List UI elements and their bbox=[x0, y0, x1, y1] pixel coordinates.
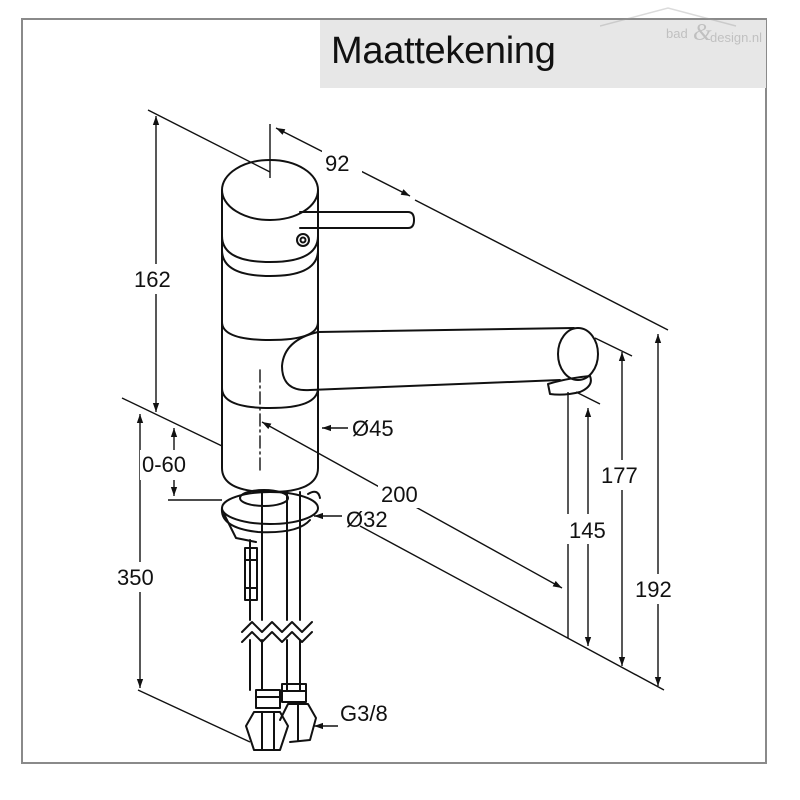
page-title: Maattekening bbox=[331, 30, 556, 72]
ext-line-top bbox=[147, 109, 271, 173]
dim-label-145: 145 bbox=[569, 518, 606, 543]
ext-line-outlet bbox=[575, 391, 601, 405]
supply-hoses bbox=[241, 491, 313, 691]
dim-label-32: Ø32 bbox=[346, 507, 388, 532]
faucet-body bbox=[221, 159, 319, 493]
dim-label-177: 177 bbox=[601, 463, 638, 488]
dim-label-162: 162 bbox=[134, 267, 171, 292]
dim-label-92: 92 bbox=[325, 151, 349, 176]
watermark-text-left: bad bbox=[666, 26, 688, 41]
dim-label-thread: G3/8 bbox=[340, 701, 388, 726]
watermark-roof-icon bbox=[599, 7, 737, 27]
title-bar bbox=[320, 20, 766, 88]
mounting-ring bbox=[220, 489, 321, 543]
lever-handle bbox=[296, 211, 415, 247]
hose-nuts bbox=[245, 683, 317, 751]
ext-line-spout bbox=[594, 337, 633, 357]
spout bbox=[281, 327, 599, 396]
ext-line-deck bbox=[121, 397, 223, 447]
drawing-frame bbox=[21, 18, 767, 764]
ext-line-bottom bbox=[137, 689, 251, 743]
watermark-logo: bad & design.nl bbox=[599, 4, 800, 50]
ext-line-base bbox=[359, 525, 665, 691]
ext-line-lever bbox=[414, 199, 669, 331]
watermark-ampersand: & bbox=[693, 20, 712, 46]
dim-label-0-60: 0-60 bbox=[142, 452, 186, 477]
dim-label-192: 192 bbox=[635, 577, 672, 602]
watermark-text-right: design.nl bbox=[710, 30, 763, 45]
dim-label-200: 200 bbox=[381, 482, 418, 507]
dim-label-350: 350 bbox=[117, 565, 154, 590]
dim-label-45: Ø45 bbox=[352, 416, 394, 441]
